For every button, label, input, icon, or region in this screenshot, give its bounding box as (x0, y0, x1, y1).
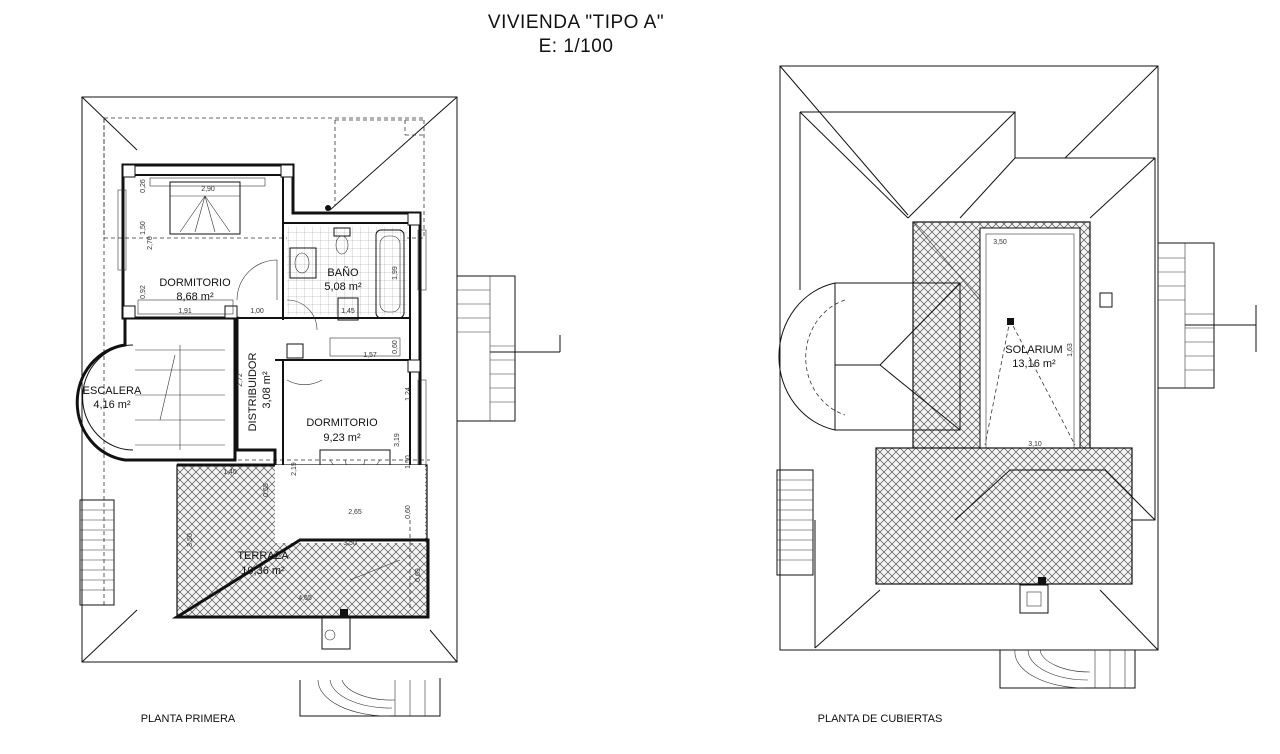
dim-label: 0,60 (405, 505, 412, 519)
dim-label: 0,60 (392, 340, 399, 354)
dim-label: 1,50 (140, 221, 147, 235)
bano-name: BAÑO (327, 266, 359, 279)
dim-label: 3,10 (1028, 441, 1042, 448)
dim-label: 2,65 (348, 509, 362, 516)
planta-cubiertas-caption: PLANTA DE CUBIERTAS (818, 713, 943, 725)
dim-label: 0,92 (140, 285, 147, 299)
dim-label: 0,55 (263, 483, 270, 497)
terraza-name: TERRAZA (237, 550, 289, 562)
terraza-area: 10,36 m² (241, 565, 285, 577)
dim-label: 3,19 (394, 433, 401, 447)
dim-label: 2,72 (237, 373, 244, 387)
drawing-title: VIVIENDA "TIPO A" (488, 12, 664, 33)
dim-label: 1,57 (363, 352, 377, 359)
dim-label: 3,50 (343, 540, 357, 547)
dim-label: 4,65 (298, 595, 312, 602)
planta-primera: DORMITORIO 8,68 m² BAÑO 5,08 m² ESCALERA… (75, 96, 561, 725)
planta-primera-caption: PLANTA PRIMERA (141, 713, 236, 725)
dormitorio2-area: 9,23 m² (323, 432, 361, 444)
drawing-scale: E: 1/100 (539, 36, 614, 57)
dormitorio1-name: DORMITORIO (159, 277, 231, 289)
dim-label: 1,40 (223, 469, 237, 476)
dim-label: 1,45 (341, 308, 355, 315)
bano-area: 5,08 m² (324, 281, 362, 293)
dim-label: 1,50 (405, 455, 412, 469)
escalera-name: ESCALERA (83, 385, 142, 397)
escalera-area: 4,16 m² (93, 399, 131, 411)
distribuidor-area: 3,08 m² (261, 371, 273, 409)
dim-label: 1,99 (392, 266, 399, 280)
solarium-area: 13,16 m² (1012, 358, 1056, 370)
dim-label: 3,50 (187, 533, 194, 547)
dim-label: 3,50 (993, 239, 1007, 246)
dim-label: 1,91 (178, 308, 192, 315)
dim-label: 0,26 (140, 179, 147, 193)
solarium-name: SOLARIUM (1005, 344, 1062, 356)
planta-cubiertas: SOLARIUM 13,16 m² 3,50 1,63 3,10 PLANTA … (776, 65, 1257, 725)
dim-label: 1,63 (1067, 343, 1074, 357)
lower-roof-floor (875, 447, 1133, 585)
dormitorio2-name: DORMITORIO (306, 417, 378, 429)
dim-label: 2,19 (291, 462, 298, 476)
distribuidor-name: DISTRIBUIDOR (247, 353, 259, 432)
dormitorio1-area: 8,68 m² (176, 291, 214, 303)
dim-label: 2,70 (147, 236, 154, 250)
dim-label: 1,00 (250, 308, 264, 315)
dim-label: 2,90 (201, 186, 215, 193)
dim-label: 1,24 (405, 387, 412, 401)
dim-label: 0,69 (415, 568, 422, 582)
